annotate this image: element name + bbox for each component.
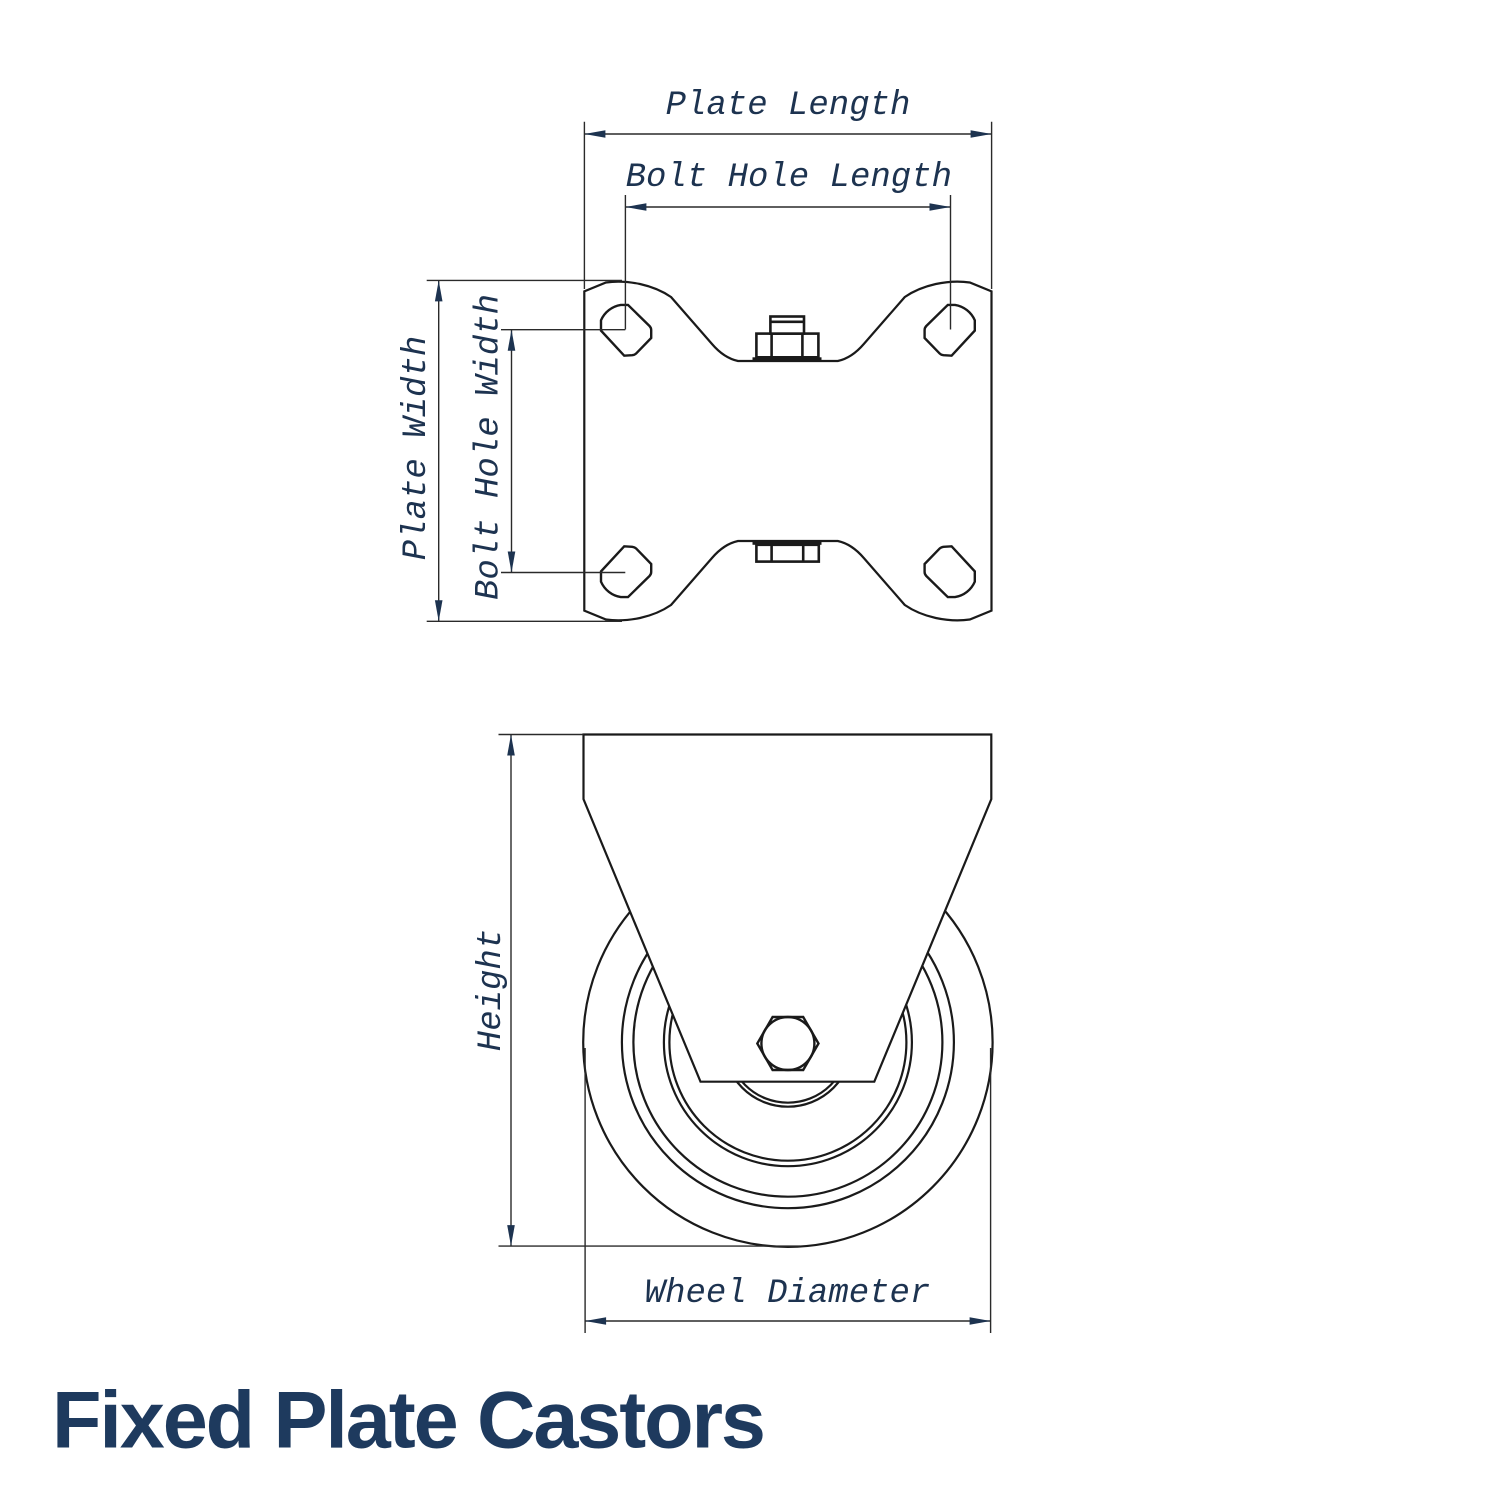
svg-text:Plate Length: Plate Length: [666, 87, 911, 125]
svg-text:Fixed Plate Castors: Fixed Plate Castors: [52, 1376, 764, 1466]
svg-text:Height: Height: [473, 929, 511, 1051]
svg-text:Wheel Diameter: Wheel Diameter: [645, 1275, 931, 1313]
svg-text:Bolt Hole Length: Bolt Hole Length: [626, 159, 952, 197]
svg-text:Bolt Hole Width: Bolt Hole Width: [471, 294, 509, 600]
svg-text:Plate Width: Plate Width: [398, 336, 436, 560]
